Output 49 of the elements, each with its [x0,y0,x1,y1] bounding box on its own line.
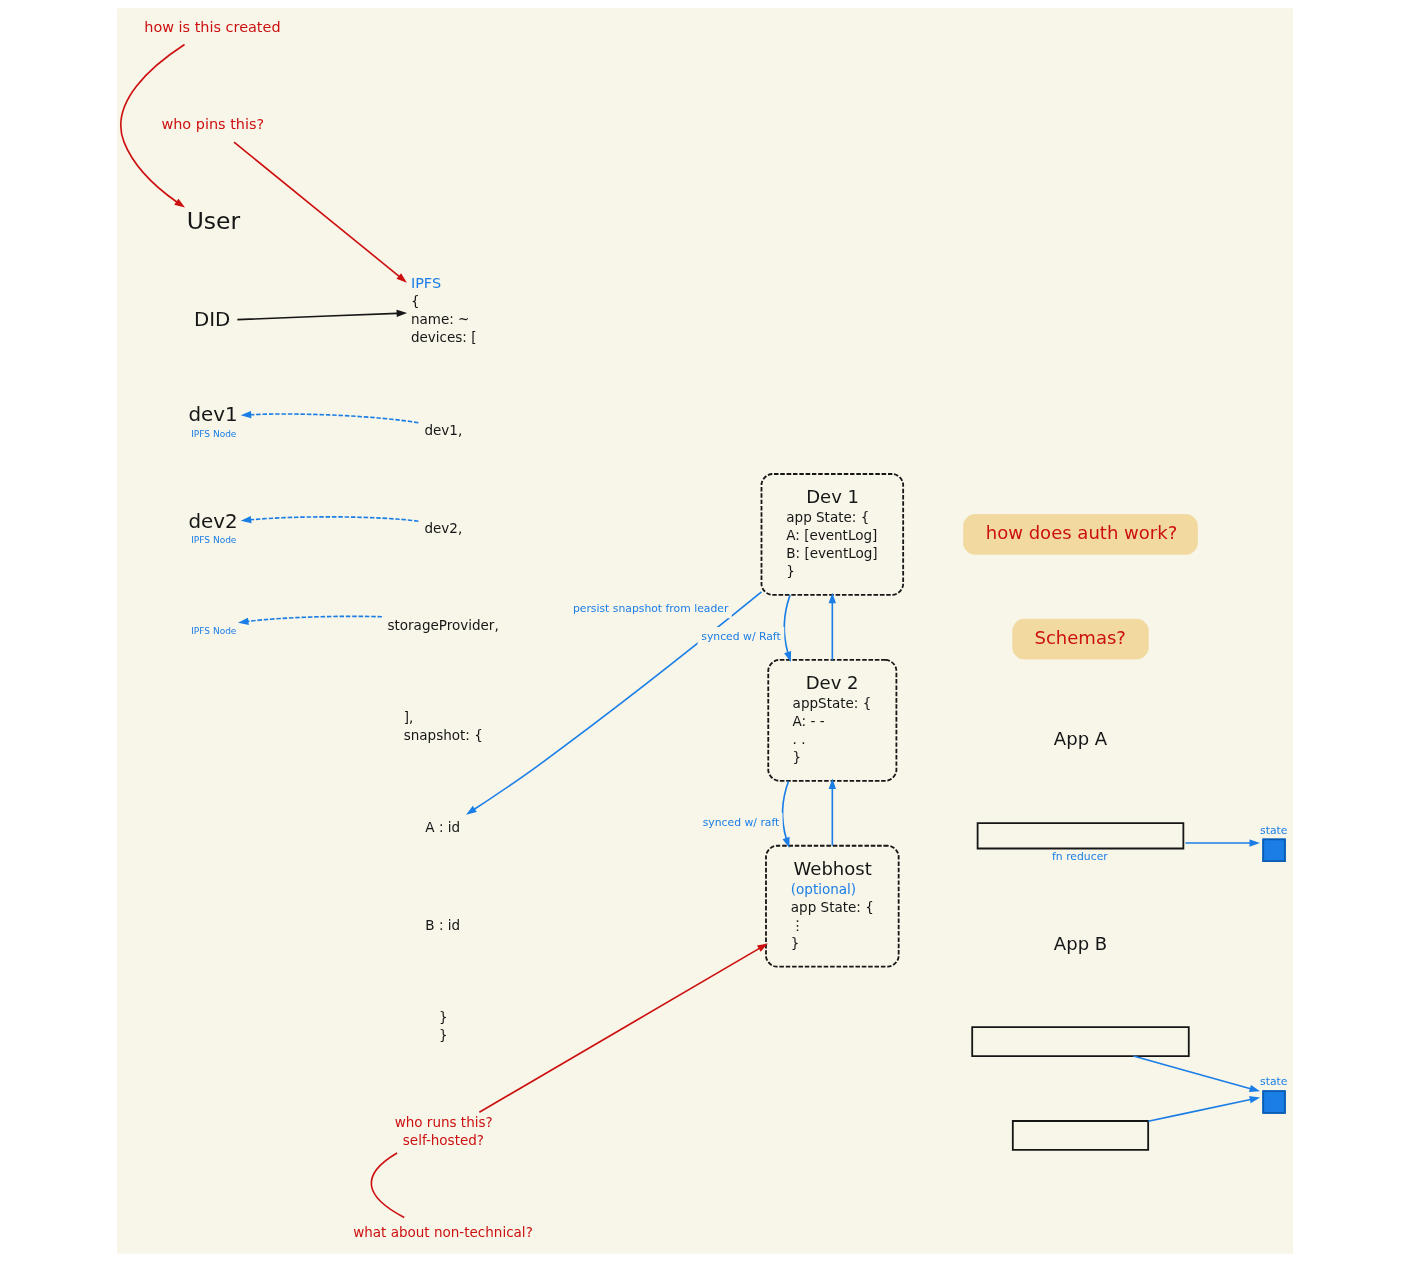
edge-label: synced w/ Raft [701,629,781,643]
node-text: dev2, [424,519,463,536]
node-text: IPFS { name: ~ devices: [ [410,274,477,346]
node-text: who pins this? [161,116,265,133]
arrow [1184,839,1260,847]
node-box: Dev 2 appState: { A: - - . . } [767,659,898,782]
node-label: fn reducer [1052,849,1108,863]
node-text: } } [438,1008,448,1043]
arrow [781,780,790,848]
node-box: Webhost (optional) app State: { ⋮ } [765,844,900,968]
node-text: what about non-technical? [353,1224,533,1241]
node-text: DID [193,307,231,331]
node-box [1011,1120,1150,1151]
node-box: how does auth work? [963,514,1198,555]
node-text: dev1 IPFS Node [188,403,238,439]
arrow [1132,1055,1261,1093]
arrow [466,591,763,815]
arrow [478,943,768,1114]
arrow [238,615,383,625]
node-text: dev1, [424,422,463,439]
node-box [971,1026,1190,1057]
node-box: Schemas? [1012,618,1149,660]
node-label: state [1260,1075,1288,1089]
arrow [828,778,836,847]
node-text: A : id [425,819,461,836]
label: App B [1053,933,1108,955]
arrow [240,411,420,424]
node-text: how is this created [144,18,281,35]
arrow [828,592,836,661]
arrow [240,516,420,524]
arrow [120,43,186,208]
arrow [783,594,792,663]
arrow [233,141,407,283]
node-text: storageProvider, [387,617,499,634]
node-text: B : id [425,916,461,933]
node-text: ], snapshot: { [403,709,483,744]
arrow [1147,1096,1261,1123]
connector [370,1152,406,1219]
node-label: state [1260,823,1288,837]
node-text: who runs this? self-hosted? [394,1114,493,1149]
label: App A [1053,727,1108,749]
node-text: IPFS Node [191,625,237,636]
node-text: User [186,207,241,236]
edge-label: persist snapshot from leader [572,602,729,616]
node-text: dev2 IPFS Node [188,509,238,546]
arrow [236,309,408,321]
node-box [976,822,1185,850]
edge-label: synced w/ raft [702,815,780,829]
node-box: Dev 1 app State: { A: [eventLog] B: [eventLog] } [760,473,905,596]
